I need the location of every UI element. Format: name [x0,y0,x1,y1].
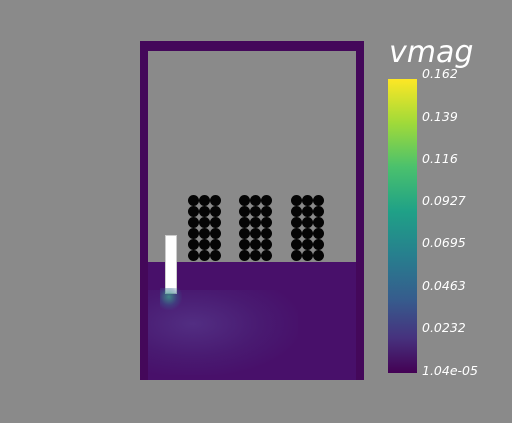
particle [261,195,272,206]
colorbar-tick-label: 0.0463 [422,278,466,293]
particle [261,239,272,250]
particle [261,206,272,217]
particle [210,217,221,228]
particle [261,228,272,239]
particle [239,228,250,239]
particle [313,217,324,228]
particle [302,239,313,250]
particle [188,195,199,206]
particle [313,228,324,239]
particle [199,206,210,217]
particle [291,239,302,250]
particle [188,228,199,239]
particle [210,250,221,261]
particle [291,206,302,217]
particle-block-right [291,195,325,261]
colorbar-tick-label: 0.0695 [422,235,466,250]
particle [210,239,221,250]
particle [239,217,250,228]
particle [239,250,250,261]
particle [199,217,210,228]
particle [313,206,324,217]
particle [313,239,324,250]
particle-block-left [188,195,222,261]
gate-plate [165,235,177,294]
particle [250,206,261,217]
colorbar-tick-label: 0.139 [422,109,458,124]
particle [261,250,272,261]
colorbar-tick-label: 0.116 [422,151,458,166]
particle [291,217,302,228]
colorbar-title: vmag [389,35,474,70]
particle [210,195,221,206]
particle-block-middle [239,195,273,261]
particle [188,206,199,217]
particle [250,217,261,228]
particle [199,250,210,261]
particle [188,239,199,250]
particle [199,239,210,250]
particle [250,239,261,250]
plate-tip-velocity [160,288,182,310]
particle [239,239,250,250]
particle [302,206,313,217]
particle [210,228,221,239]
particle [302,217,313,228]
particle [199,228,210,239]
colorbar-tick-label: 0.0232 [422,320,466,335]
particle [250,228,261,239]
colorbar-tick-label: 0.162 [422,66,458,81]
particle [250,250,261,261]
particle [261,217,272,228]
particle [239,195,250,206]
particle [210,206,221,217]
particle [291,228,302,239]
particle [302,250,313,261]
particle [188,217,199,228]
particle [291,195,302,206]
particle [250,195,261,206]
colorbar-tick-label: 0.0927 [422,193,466,208]
particle [313,250,324,261]
particle [302,195,313,206]
particle [291,250,302,261]
particle [239,206,250,217]
colorbar-gradient [388,79,417,373]
particle [313,195,324,206]
colorbar-tick-label: 1.04e-05 [422,363,478,378]
particle [188,250,199,261]
particle [302,228,313,239]
particle [199,195,210,206]
